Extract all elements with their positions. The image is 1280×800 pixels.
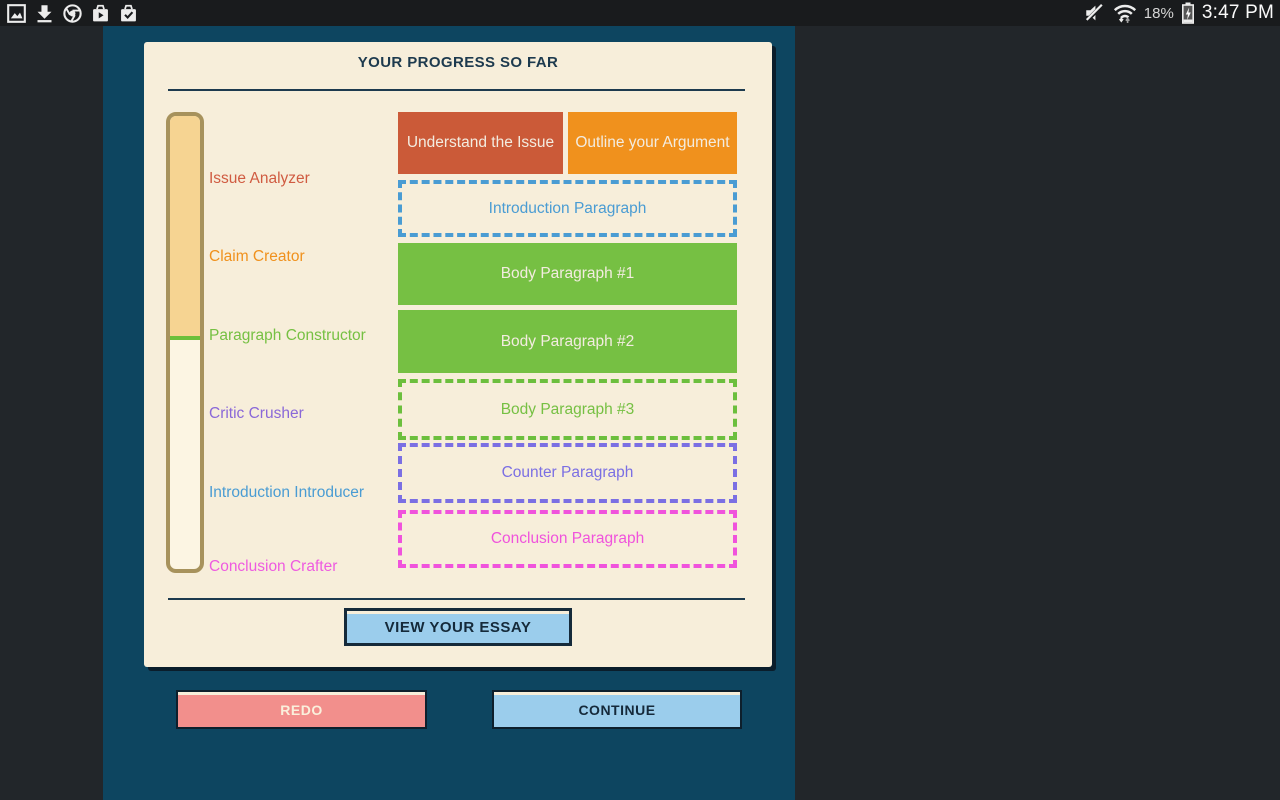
step-label-introduction-introducer: Introduction Introducer: [209, 484, 365, 501]
progress-card: YOUR PROGRESS SO FAR Issue Analyzer Clai…: [144, 42, 772, 667]
essay-box-body-paragraph-3[interactable]: Body Paragraph #3: [398, 379, 737, 440]
system-status-icons: 18% 3:47 PM: [1083, 2, 1274, 24]
page-title: YOUR PROGRESS SO FAR: [357, 54, 559, 71]
chrome-icon: [62, 3, 83, 24]
play-store-icon: [90, 3, 111, 24]
progress-meter: [166, 112, 204, 573]
continue-button[interactable]: CONTINUE: [492, 690, 742, 729]
step-label-claim-creator: Claim Creator: [209, 248, 305, 265]
bottom-divider: [168, 598, 745, 600]
app-panel: YOUR PROGRESS SO FAR Issue Analyzer Clai…: [103, 26, 795, 800]
battery-charging-icon: [1181, 2, 1195, 24]
essay-box-counter-paragraph[interactable]: Counter Paragraph: [398, 443, 737, 503]
status-bar: 18% 3:47 PM: [0, 0, 1280, 26]
step-label-critic-crusher: Critic Crusher: [209, 405, 304, 422]
essay-box-outline-argument[interactable]: Outline your Argument: [568, 112, 737, 174]
essay-box-understand-issue[interactable]: Understand the Issue: [398, 112, 563, 174]
volume-muted-icon: [1083, 2, 1106, 24]
wifi-icon: [1113, 2, 1137, 24]
essay-box-body-paragraph-2[interactable]: Body Paragraph #2: [398, 310, 737, 373]
essay-box-introduction-paragraph[interactable]: Introduction Paragraph: [398, 180, 737, 237]
essay-box-body-paragraph-1[interactable]: Body Paragraph #1: [398, 243, 737, 305]
step-label-paragraph-constructor: Paragraph Constructor: [209, 327, 366, 344]
view-essay-button[interactable]: VIEW YOUR ESSAY: [344, 608, 572, 646]
step-label-issue-analyzer: Issue Analyzer: [209, 170, 310, 187]
gallery-icon: [6, 3, 27, 24]
progress-meter-marker: [170, 336, 200, 340]
clock-label: 3:47 PM: [1201, 2, 1274, 23]
progress-meter-fill: [170, 116, 200, 336]
step-label-conclusion-crafter: Conclusion Crafter: [209, 558, 338, 575]
notification-icons: [6, 3, 139, 24]
top-divider: [168, 89, 745, 91]
redo-button[interactable]: REDO: [176, 690, 427, 729]
download-icon: [34, 3, 55, 24]
play-store-check-icon: [118, 3, 139, 24]
battery-percent-label: 18%: [1143, 4, 1174, 22]
essay-box-conclusion-paragraph[interactable]: Conclusion Paragraph: [398, 510, 737, 568]
